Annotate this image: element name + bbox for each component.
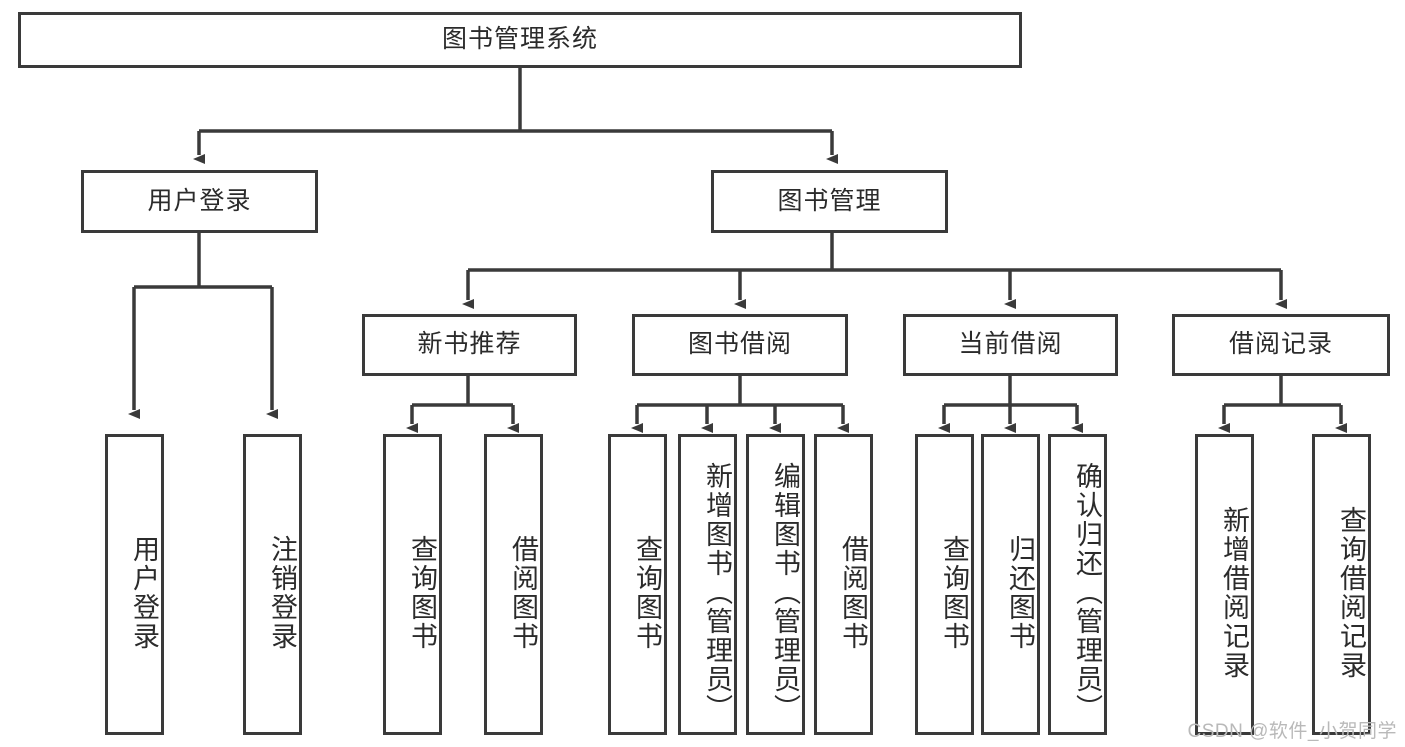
node-root-label: 图书管理系统 <box>441 25 598 54</box>
node-current-borrow-label: 当前借阅 <box>958 330 1063 359</box>
node-current-borrow[interactable]: 当前借阅 <box>903 314 1118 376</box>
node-book-borrow[interactable]: 图书借阅 <box>632 314 848 376</box>
leaf-return-book-label: 归还图书 <box>1005 534 1035 651</box>
leaf-edit-book[interactable]: 编辑图书（管理员） <box>746 434 805 735</box>
node-new-book-recommend-label: 新书推荐 <box>417 330 522 359</box>
leaf-query-book-1-label: 查询图书 <box>407 534 437 651</box>
leaf-user-login[interactable]: 用户登录 <box>105 434 164 735</box>
leaf-add-record-label: 新增借阅记录 <box>1219 505 1249 680</box>
leaf-query-book-3[interactable]: 查询图书 <box>915 434 974 735</box>
leaf-query-book-1[interactable]: 查询图书 <box>383 434 442 735</box>
leaf-query-book-3-label: 查询图书 <box>939 534 969 651</box>
leaf-borrow-book-2-label: 借阅图书 <box>838 534 868 651</box>
csdn-watermark: CSDN @软件_小贺同学 <box>1187 721 1397 742</box>
leaf-add-record[interactable]: 新增借阅记录 <box>1195 434 1254 735</box>
leaf-add-book-label: 新增图书（管理员） <box>702 462 732 723</box>
leaf-query-book-2[interactable]: 查询图书 <box>608 434 667 735</box>
node-book-management-label: 图书管理 <box>777 186 882 215</box>
node-book-management[interactable]: 图书管理 <box>711 170 948 233</box>
node-user-login-label: 用户登录 <box>147 186 252 215</box>
leaf-add-book[interactable]: 新增图书（管理员） <box>678 434 737 735</box>
node-user-login[interactable]: 用户登录 <box>81 170 318 233</box>
node-borrow-record[interactable]: 借阅记录 <box>1172 314 1390 376</box>
node-borrow-record-label: 借阅记录 <box>1228 330 1333 359</box>
leaf-query-record[interactable]: 查询借阅记录 <box>1312 434 1371 735</box>
node-book-borrow-label: 图书借阅 <box>687 330 792 359</box>
leaf-confirm-return[interactable]: 确认归还（管理员） <box>1048 434 1107 735</box>
node-root[interactable]: 图书管理系统 <box>18 12 1022 68</box>
leaf-query-record-label: 查询借阅记录 <box>1336 505 1366 680</box>
node-new-book-recommend[interactable]: 新书推荐 <box>362 314 577 376</box>
leaf-return-book[interactable]: 归还图书 <box>981 434 1040 735</box>
leaf-logout-login[interactable]: 注销登录 <box>243 434 302 735</box>
leaf-query-book-2-label: 查询图书 <box>632 534 662 651</box>
leaf-user-login-label: 用户登录 <box>129 534 159 651</box>
leaf-borrow-book-1-label: 借阅图书 <box>508 534 538 651</box>
leaf-edit-book-label: 编辑图书（管理员） <box>770 462 800 723</box>
leaf-confirm-return-label: 确认归还（管理员） <box>1072 462 1102 723</box>
leaf-logout-login-label: 注销登录 <box>267 534 297 651</box>
leaf-borrow-book-2[interactable]: 借阅图书 <box>814 434 873 735</box>
leaf-borrow-book-1[interactable]: 借阅图书 <box>484 434 543 735</box>
